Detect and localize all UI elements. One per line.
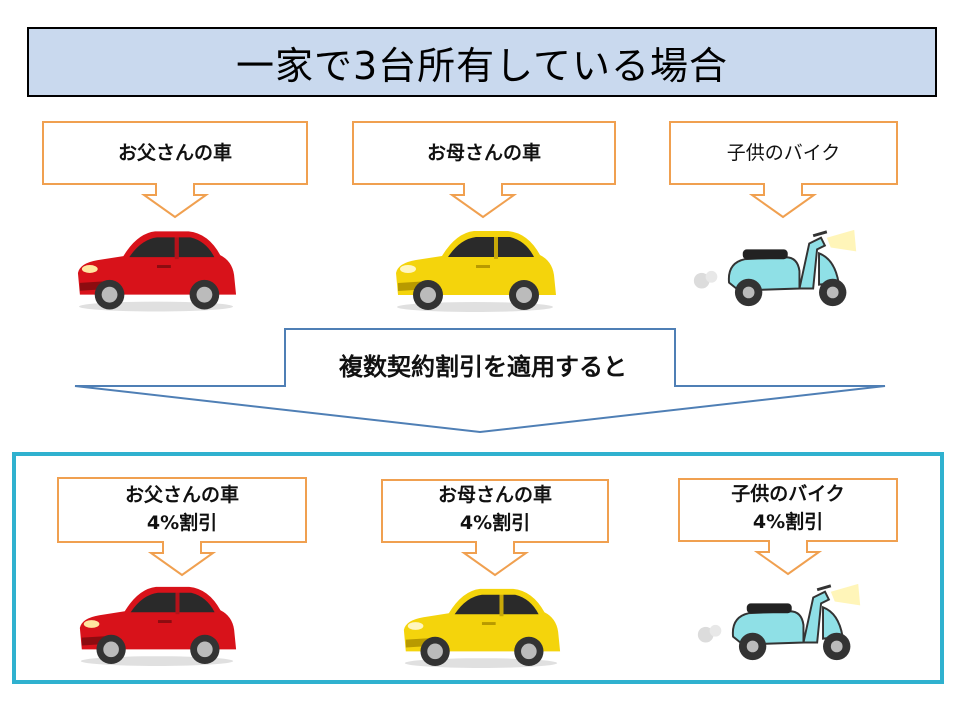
callout-child-bottom: 子供のバイク 4%割引	[678, 478, 898, 578]
callout-father-bottom-name: お父さんの車	[124, 484, 239, 506]
scooter-icon	[692, 578, 868, 666]
callout-father-top: お父さんの車	[42, 121, 308, 219]
callout-mother-top: お母さんの車	[352, 121, 616, 219]
callout-father-bottom-shape	[57, 477, 307, 577]
callout-father-top-label: お父さんの車	[117, 142, 232, 164]
callout-child-bottom-shape	[678, 478, 898, 576]
yellow-car-icon	[390, 222, 560, 314]
callout-mother-top-label: お母さんの車	[426, 142, 541, 164]
page-title: 一家で3台所有している場合	[27, 27, 937, 97]
discount-result-frame	[12, 452, 944, 684]
red-car-icon	[74, 578, 240, 668]
callout-child-top-label: 子供のバイク	[726, 142, 841, 164]
scooter-icon	[688, 224, 864, 312]
callout-mother-bottom-shape	[381, 479, 609, 577]
callout-mother-top-shape	[352, 121, 616, 219]
red-car-icon	[72, 222, 240, 314]
yellow-car-icon	[398, 580, 564, 670]
callout-child-top-shape	[669, 121, 898, 219]
callout-father-top-shape	[42, 121, 308, 219]
callout-child-bottom-name: 子供のバイク	[731, 483, 845, 505]
callout-father-bottom: お父さんの車 4%割引	[57, 477, 307, 577]
arrow-label: 複数契約割引を適用すると	[339, 352, 627, 381]
callout-mother-bottom: お母さんの車 4%割引	[381, 479, 609, 579]
callout-child-top: 子供のバイク	[669, 121, 898, 219]
callout-child-bottom-discount: 4%割引	[752, 511, 824, 533]
big-down-arrow	[74, 328, 886, 434]
callout-mother-bottom-name: お母さんの車	[437, 484, 552, 506]
callout-father-bottom-discount: 4%割引	[146, 512, 218, 534]
callout-mother-bottom-discount: 4%割引	[459, 512, 531, 534]
